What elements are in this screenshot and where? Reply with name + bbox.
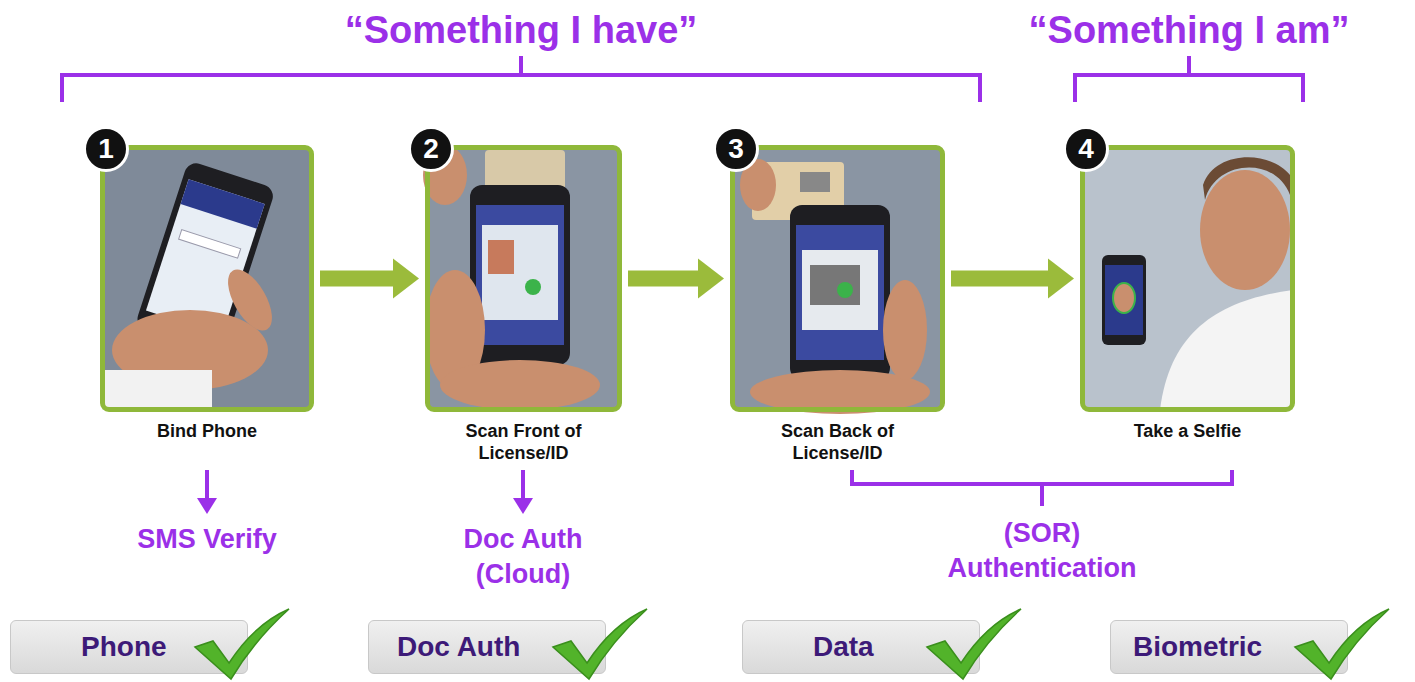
callout-number: 1: [83, 126, 129, 172]
photo-frame: Scan Front of License/ID2: [425, 145, 622, 412]
check-mark: [1291, 607, 1391, 681]
callout-number: 2: [408, 126, 454, 172]
flow-arrow: [320, 259, 419, 299]
check-label: SMS Verify: [87, 522, 327, 557]
step-number: 3: [728, 133, 744, 165]
check-mark: [549, 607, 649, 681]
photo-scan-back: [732, 147, 943, 414]
result-text: Biometric: [1133, 621, 1262, 673]
step-caption: Bind Phone: [117, 420, 297, 442]
check-mark: [923, 607, 1023, 681]
bracket: [62, 56, 1303, 506]
callout-number: 3: [713, 126, 759, 172]
check-label: Doc Auth (Cloud): [443, 522, 603, 592]
photo-scan-front: [423, 145, 620, 410]
result-box: Phone: [10, 620, 248, 674]
photo-bind-phone: [102, 147, 312, 410]
step-caption: Take a Selfie: [1098, 420, 1278, 442]
photo-frame: Take a Selfie4: [1080, 145, 1295, 412]
step-number: 4: [1078, 133, 1094, 165]
result-text: Data: [813, 621, 874, 673]
factor-heading: “Something I am”: [1019, 6, 1359, 55]
step-number: 1: [98, 133, 114, 165]
result-text: Phone: [81, 621, 167, 673]
check-mark: [191, 607, 291, 681]
down-arrow: [197, 470, 533, 514]
result-box: Doc Auth: [368, 620, 606, 674]
step-caption: Scan Back of License/ID: [748, 420, 928, 464]
photo-frame: Bind Phone1: [100, 145, 314, 412]
check-label: (SOR) Authentication: [917, 516, 1167, 586]
result-text: Doc Auth: [397, 621, 520, 673]
callout-number: 4: [1063, 126, 1109, 172]
factor-heading: “Something I have”: [241, 6, 801, 55]
step-number: 2: [423, 133, 439, 165]
flow-arrow: [628, 259, 724, 299]
photo-selfie: [1082, 147, 1293, 410]
result-box: Biometric: [1110, 620, 1348, 674]
result-box: Data: [742, 620, 980, 674]
flow-arrow: [951, 259, 1074, 299]
step-caption: Scan Front of License/ID: [434, 420, 614, 464]
photo-frame: Scan Back of License/ID3: [730, 145, 945, 412]
